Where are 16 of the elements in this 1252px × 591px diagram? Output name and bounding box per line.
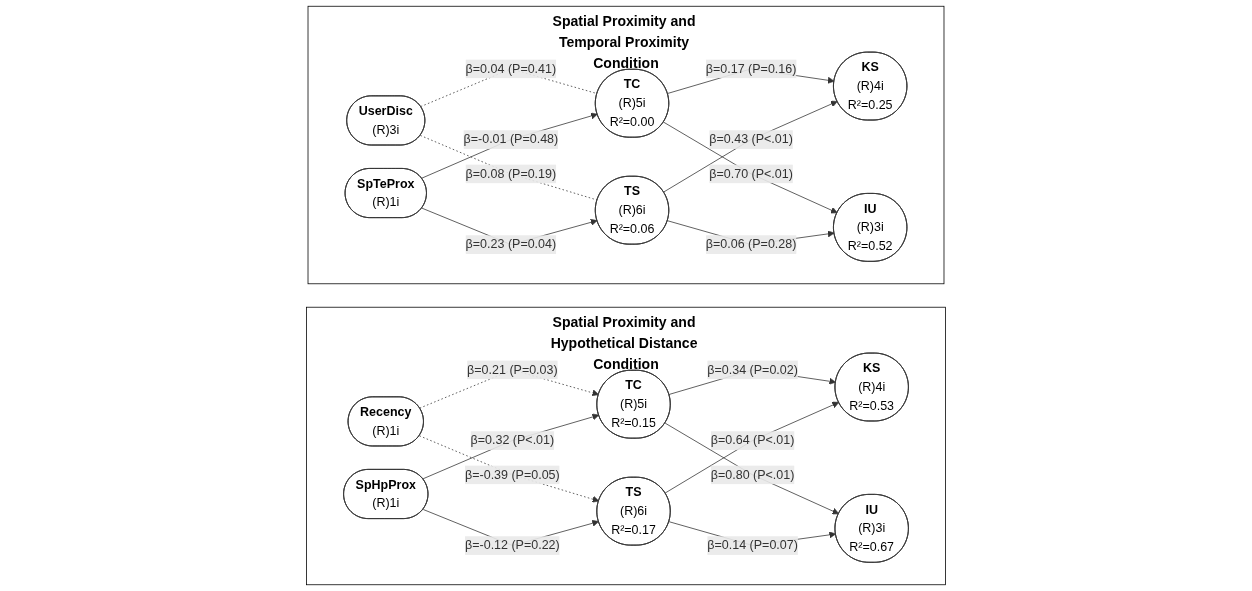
edge-label: β=0.34 (P=0.02) <box>707 362 798 377</box>
edge-label: β=0.64 (P<.01) <box>710 433 795 447</box>
edge-label: β=0.80 (P<.01) <box>710 467 795 482</box>
edge-label: β=0.04 (P=0.41) <box>465 61 557 76</box>
edge-label: β=0.17 (P=0.16) <box>705 61 797 76</box>
edge-label: β=0.43 (P<.01) <box>709 132 793 146</box>
edge-label: β=0.14 (P=0.07) <box>707 538 798 552</box>
edge-label: β=0.32 (P<.01) <box>470 433 555 447</box>
edge-label: β=0.06 (P=0.28) <box>705 237 797 251</box>
edge-label: β=0.23 (P=0.04) <box>465 237 557 251</box>
edge-label: β=-0.12 (P=0.22) <box>465 538 560 552</box>
edge-label: β=0.21 (P=0.03) <box>467 362 558 377</box>
edge-label: β=0.08 (P=0.19) <box>465 166 557 181</box>
edge-label: β=0.70 (P<.01) <box>709 166 793 181</box>
edge-label: β=-0.39 (P=0.05) <box>465 467 560 482</box>
edge-label: β=-0.01 (P=0.48) <box>463 132 559 146</box>
